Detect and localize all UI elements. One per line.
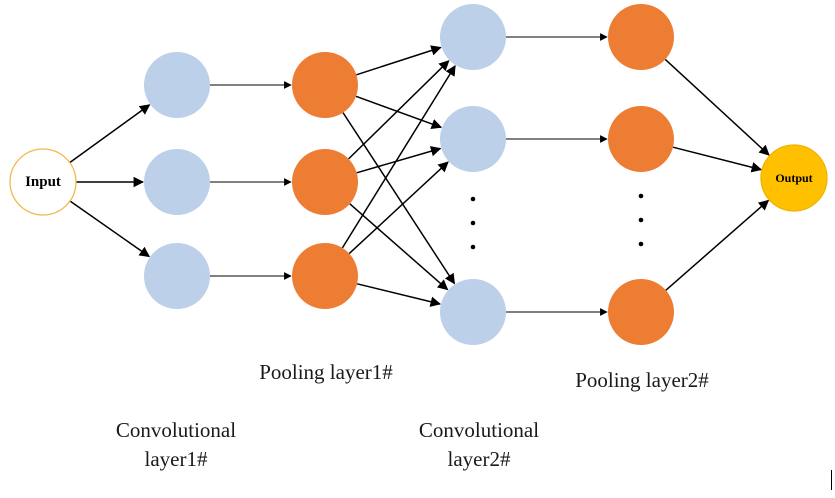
output-node [760, 144, 828, 212]
conv-layer2-label-line2: layer2# [447, 447, 511, 471]
conv2-ellipsis-dot-1 [470, 196, 476, 202]
conv1-node-3 [144, 243, 210, 309]
pool2-ellipsis-dot-2 [638, 217, 644, 223]
conv-layer1-caption: Convolutional layer1# [86, 416, 266, 474]
conv-layer2-caption: Convolutional layer2# [389, 416, 569, 474]
edge-input-to-conv1-3 [69, 200, 151, 258]
input-node-label: Input [25, 174, 61, 190]
pool1-node-1 [292, 52, 358, 118]
conv-layer1-label-line2: layer1# [144, 447, 208, 471]
edge-pool1-2-to-conv2-3 [349, 203, 449, 291]
conv2-ellipsis-dot-2 [470, 220, 476, 226]
edge-pool1-3-to-conv2-1 [341, 65, 456, 249]
edge-pool1-3-to-conv2-2 [348, 161, 449, 255]
pool1-node-3 [292, 243, 358, 309]
output-node-label: Output [775, 171, 812, 185]
pool2-node-2 [608, 106, 674, 172]
pooling-layer1-label: Pooling layer1# [259, 360, 393, 384]
pooling-layer2-label: Pooling layer2# [575, 368, 709, 392]
nodes: Input Output [9, 4, 828, 345]
pool2-node-3 [608, 279, 674, 345]
pool1-node-2 [292, 149, 358, 215]
edge-pool2-3-to-output [665, 199, 770, 291]
conv-layer2-label-line1: Convolutional [418, 418, 540, 442]
edge-pool2-2-to-output [672, 146, 763, 173]
pool2-node-1 [608, 4, 674, 70]
input-node [9, 148, 77, 216]
edge-pool1-2-to-conv2-1 [348, 60, 450, 160]
pooling-layer1-caption: Pooling layer1# [236, 358, 416, 387]
ellipsis-dots [470, 193, 644, 250]
conv1-node-1 [144, 52, 210, 118]
conv-layer1-label-line1: Convolutional [115, 418, 237, 442]
edges [69, 33, 770, 316]
pool2-ellipsis-dot-3 [638, 241, 644, 247]
edge-pool2-1-to-output [664, 58, 770, 156]
conv1-node-2 [144, 149, 210, 215]
edge-pool1-1-to-conv2-2 [355, 95, 443, 129]
conv2-ellipsis-dot-3 [470, 244, 476, 250]
edge-pool1-1-to-conv2-1 [356, 45, 442, 76]
conv2-node-1 [440, 4, 506, 70]
pooling-layer2-caption: Pooling layer2# [552, 366, 732, 395]
edge-mark [831, 470, 832, 490]
pool2-ellipsis-dot-1 [638, 193, 644, 199]
edge-pool1-1-to-conv2-3 [342, 112, 456, 285]
edge-pool1-3-to-conv2-3 [356, 283, 442, 307]
conv2-node-2 [440, 106, 506, 172]
conv2-node-3 [440, 279, 506, 345]
edge-input-to-conv1-1 [69, 104, 151, 164]
edge-pool1-2-to-conv2-2 [356, 146, 442, 174]
